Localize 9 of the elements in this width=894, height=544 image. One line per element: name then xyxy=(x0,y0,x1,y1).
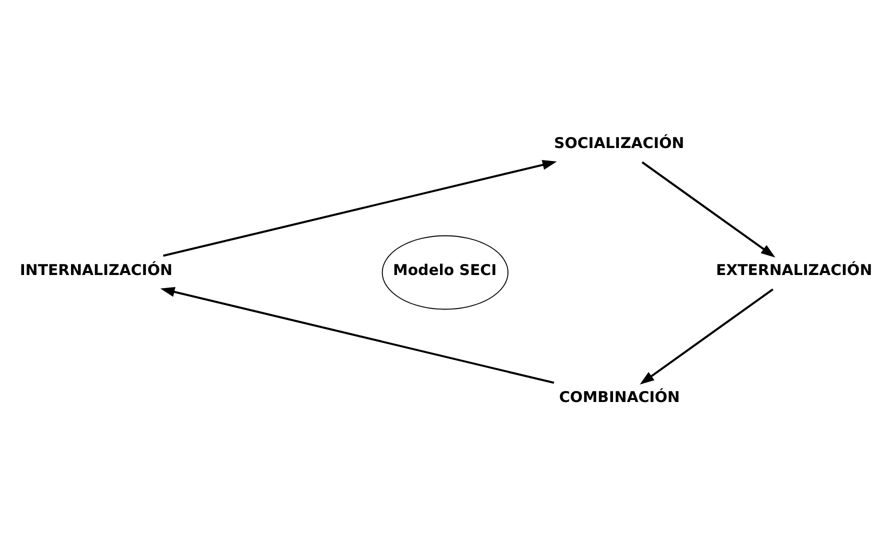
node-text: INTERNALIZACIÓN xyxy=(20,260,172,279)
arrow xyxy=(162,160,557,256)
node-ellipse: Modelo SECI xyxy=(382,234,508,310)
arrow xyxy=(642,160,776,257)
node-text: COMBINACIÓN xyxy=(559,388,680,406)
node-text: EXTERNALIZACIÓN xyxy=(716,260,872,279)
arrow xyxy=(160,286,554,384)
node-text: SOCIALIZACIÓN xyxy=(554,134,684,152)
arrow xyxy=(640,288,774,384)
